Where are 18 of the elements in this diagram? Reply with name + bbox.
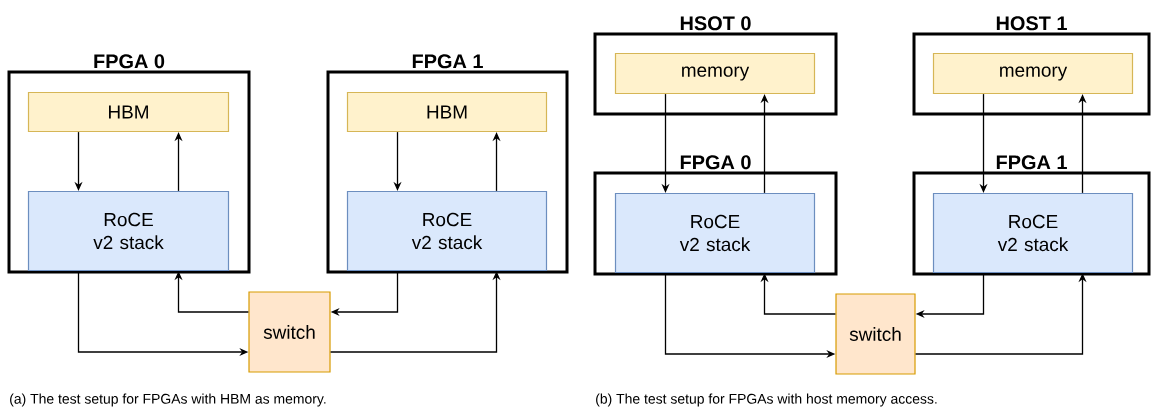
- stack-box: RoCE v2 stack: [27, 190, 230, 272]
- stack-box: RoCE v2 stack: [346, 190, 548, 272]
- memory-box: memory: [614, 52, 816, 95]
- switch-box: switch: [835, 293, 916, 375]
- node-label: HOST 1: [996, 16, 1067, 31]
- caption: (b) The test setup for FPGAs with host memory access.: [596, 393, 937, 407]
- memory-box: memory: [932, 52, 1134, 95]
- memory-box: HBM: [346, 91, 548, 133]
- node-label: FPGA 0: [680, 155, 751, 170]
- caption: (a) The test setup for FPGAs with HBM as memory.: [10, 393, 326, 407]
- switch-box: switch: [248, 291, 331, 373]
- node-label: FPGA 1: [412, 54, 483, 69]
- stack-box: RoCE v2 stack: [932, 192, 1134, 274]
- node-label: FPGA 1: [996, 155, 1067, 170]
- node-label: HSOT 0: [680, 16, 751, 31]
- stack-box: RoCE v2 stack: [614, 192, 816, 274]
- node-label: FPGA 0: [94, 54, 165, 69]
- memory-box: HBM: [27, 91, 230, 133]
